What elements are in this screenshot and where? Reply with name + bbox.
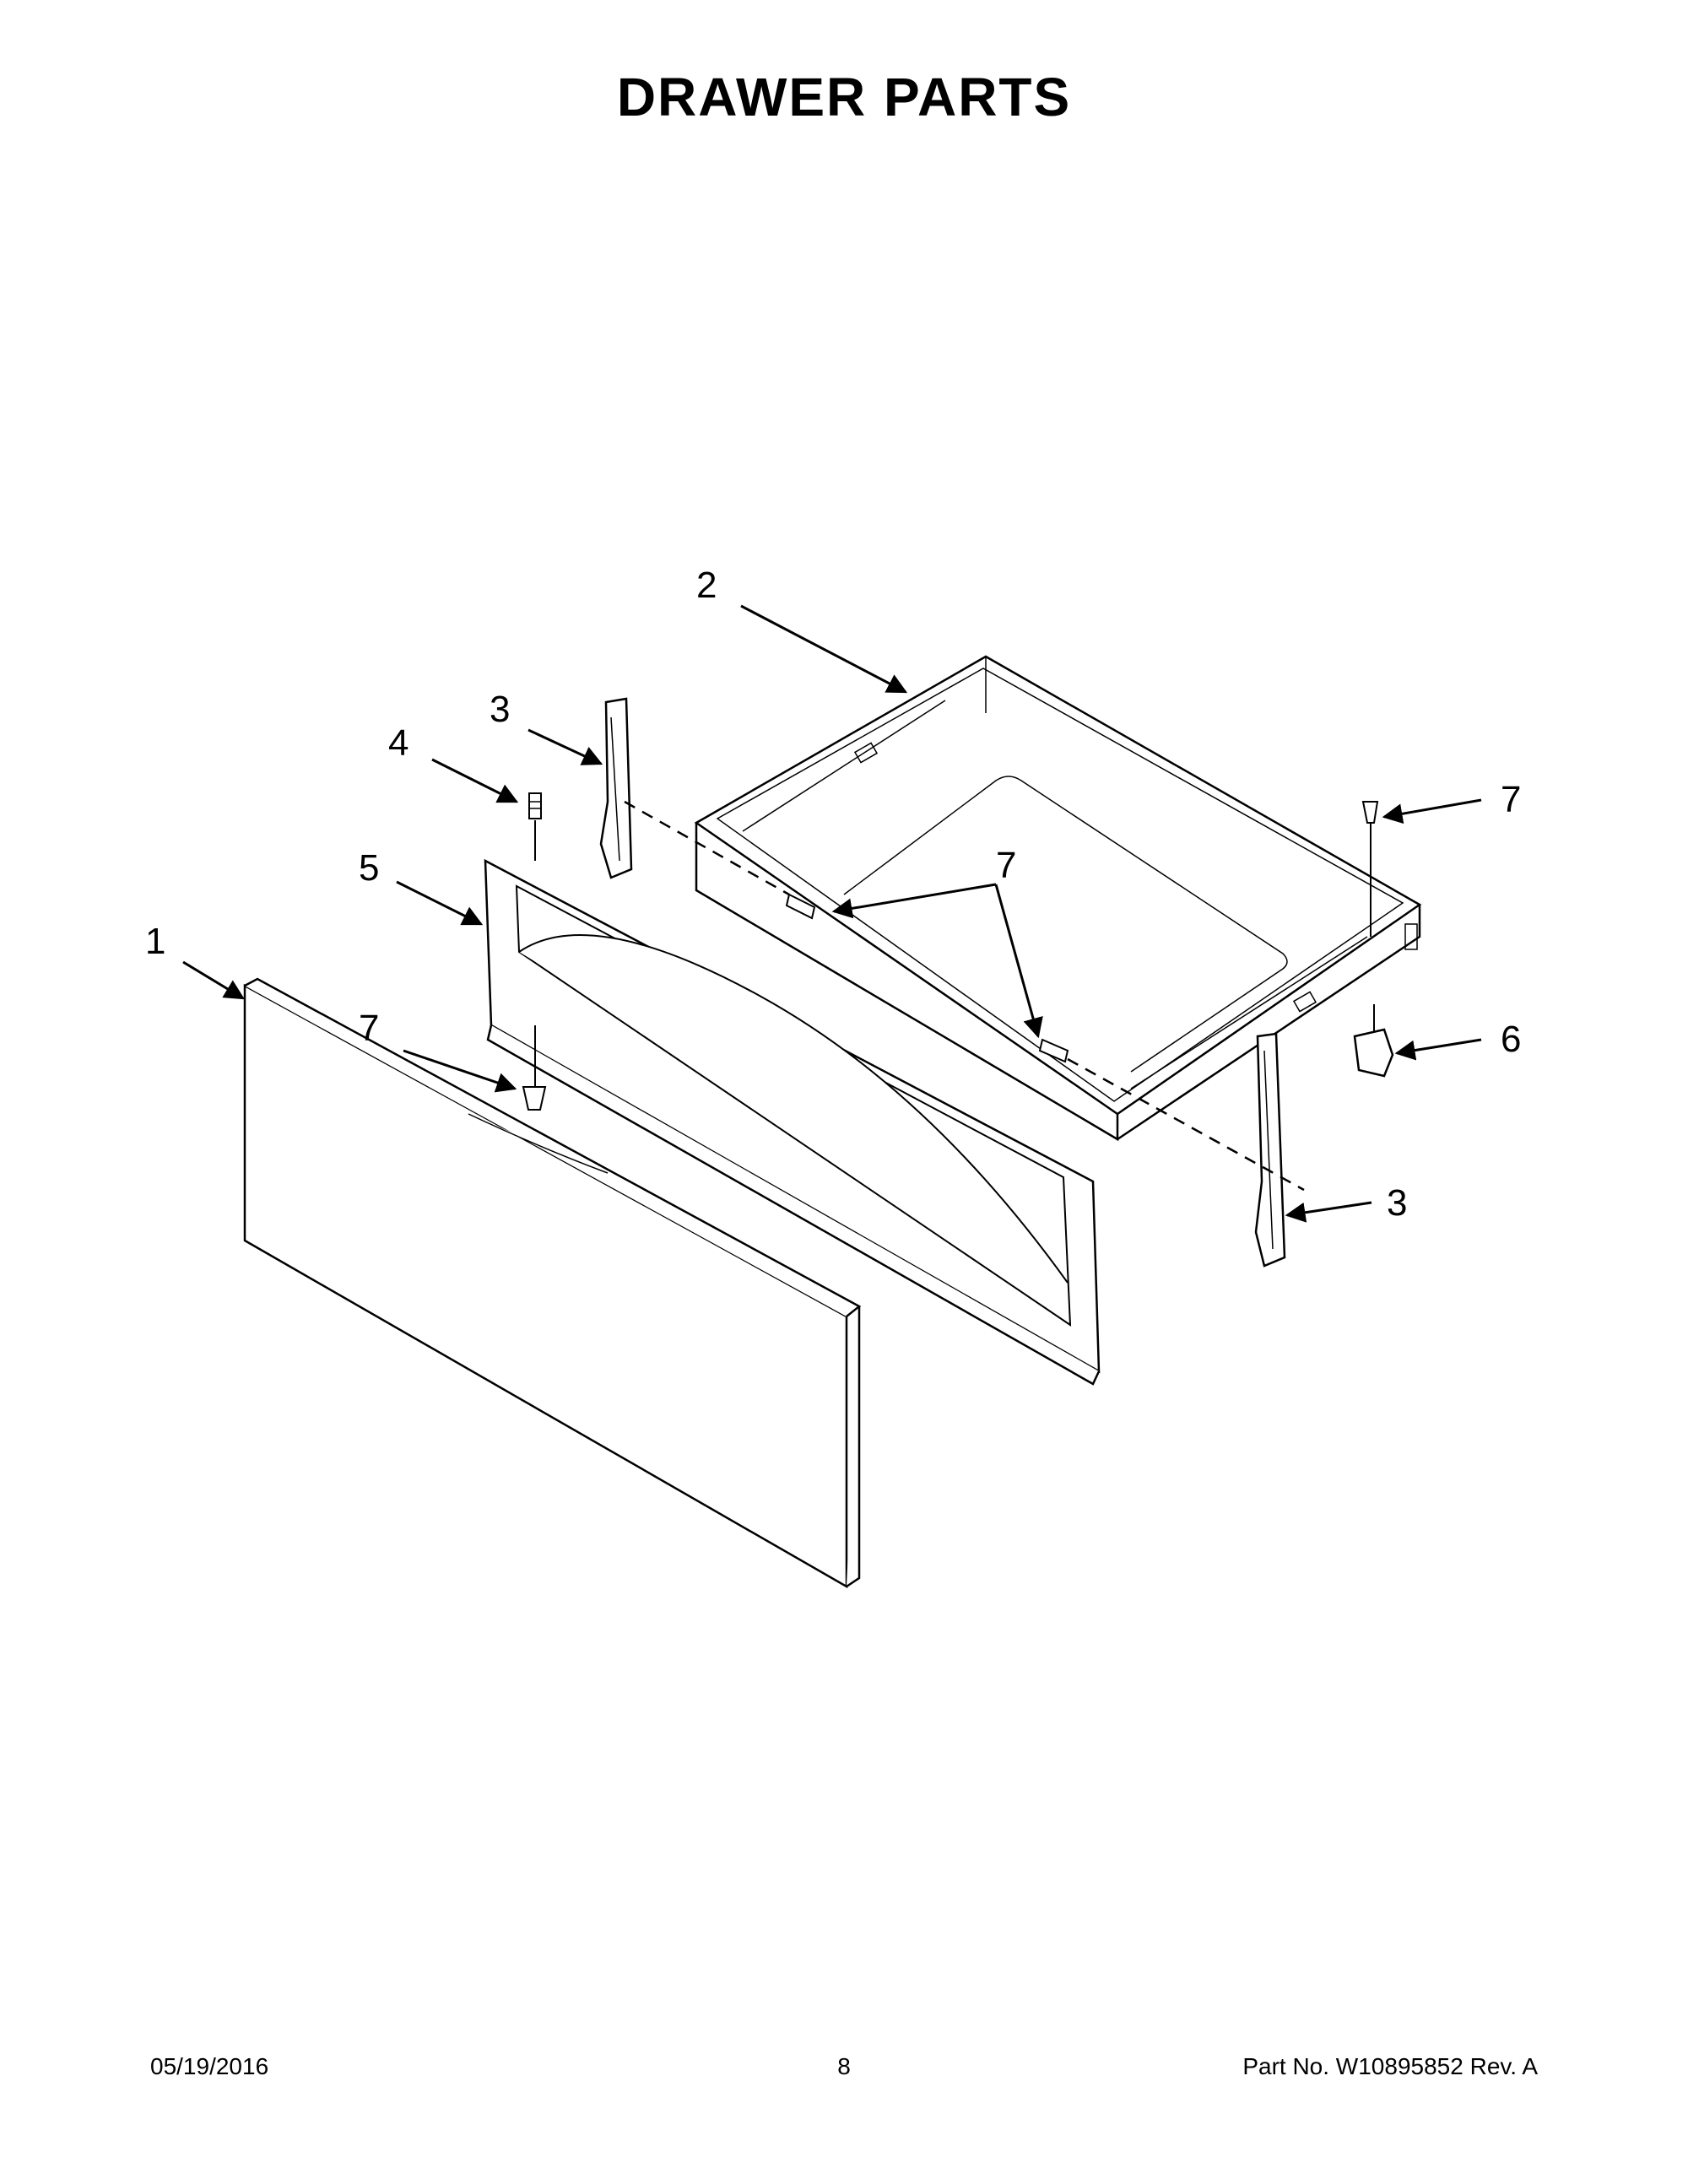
footer-part-number: Part No. W10895852 Rev. A	[1242, 2053, 1538, 2079]
footer-page-number: 8	[837, 2053, 851, 2079]
callout-leaders	[182, 604, 1482, 1223]
alignment-dashed-lines	[624, 800, 1305, 1192]
callout-7-center: 7	[996, 845, 1016, 886]
drawer-guide-left-part	[599, 697, 633, 879]
callout-5: 5	[359, 847, 379, 889]
drawer-body-part	[694, 655, 1422, 1142]
pin-part	[528, 792, 542, 861]
callout-4: 4	[388, 722, 408, 764]
drawer-front-panel-part	[243, 977, 862, 1589]
callout-3-right: 3	[1387, 1182, 1407, 1224]
callout-3-left: 3	[490, 689, 510, 730]
callout-2: 2	[696, 565, 717, 606]
drawer-inner-panel-part	[484, 858, 1101, 1386]
callout-7-front: 7	[359, 1008, 379, 1049]
callout-7-right: 7	[1501, 779, 1521, 820]
page-title: DRAWER PARTS	[616, 67, 1072, 127]
drawer-guide-right-part	[1254, 1032, 1286, 1268]
footer-date: 05/19/2016	[150, 2053, 269, 2079]
callout-6: 6	[1501, 1019, 1521, 1060]
screw-part	[522, 801, 1379, 1111]
clip-part	[1353, 1004, 1394, 1078]
callout-1: 1	[145, 921, 165, 962]
